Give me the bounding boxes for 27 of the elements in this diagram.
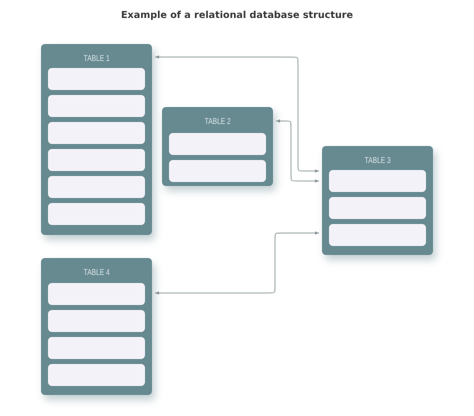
table-row (169, 160, 266, 182)
table-title: TABLE 4 (83, 267, 110, 277)
table-row (48, 176, 145, 198)
table-title: TABLE 2 (204, 116, 231, 126)
table-row (48, 283, 145, 305)
table-row (48, 310, 145, 332)
table-row (169, 133, 266, 155)
table-row (329, 170, 426, 192)
table-card (322, 146, 433, 255)
diagram-title: Example of a relational database structure (120, 10, 354, 21)
connector-arrow (154, 231, 320, 295)
connector-arrow (276, 119, 320, 183)
table-title: TABLE 1 (83, 53, 110, 63)
table-title: TABLE 3 (364, 155, 391, 165)
table-row (48, 95, 145, 117)
table-row (329, 224, 426, 246)
table-row (329, 197, 426, 219)
table-row (48, 122, 145, 144)
table-row (48, 203, 145, 225)
connector-arrow (154, 55, 320, 173)
table-card (41, 258, 152, 395)
table-card (41, 44, 152, 235)
table-row (48, 149, 145, 171)
table-row (48, 68, 145, 90)
table-card (162, 107, 273, 186)
table-row (48, 364, 145, 386)
table-row (48, 337, 145, 359)
